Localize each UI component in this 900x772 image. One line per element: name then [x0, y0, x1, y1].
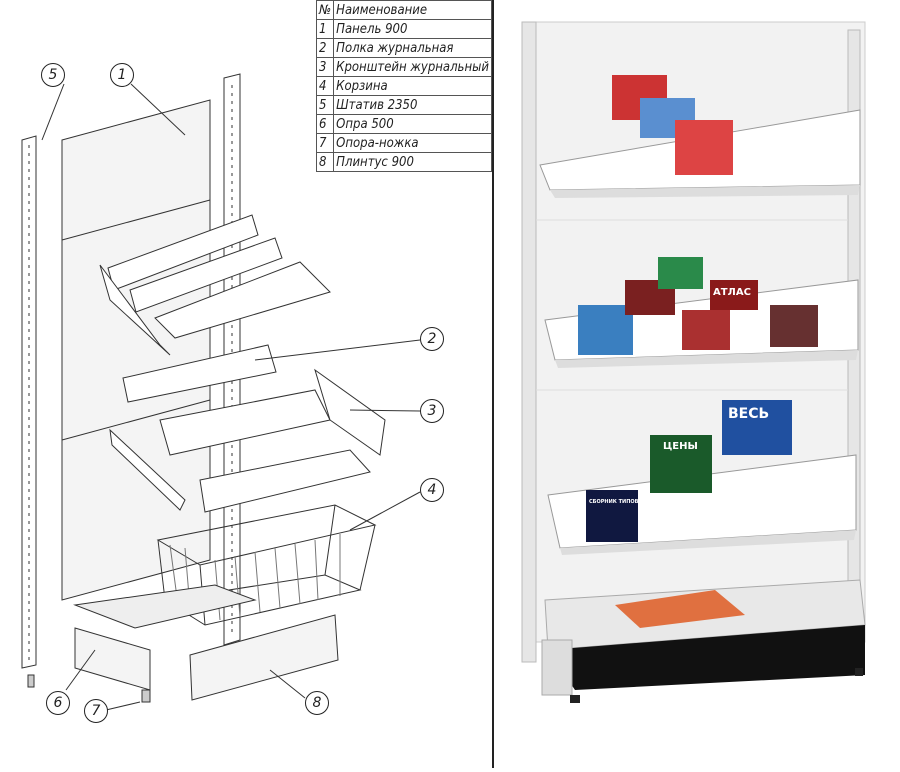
legend-number: 6 [315, 114, 335, 134]
legend-name: Плинтус 900 [333, 152, 492, 172]
legend-name: Корзина [333, 76, 492, 96]
callout-6: 6 [46, 691, 70, 715]
legend-number: 1 [315, 19, 335, 39]
magazine-title-ceny: ЦЕНЫ [663, 441, 698, 452]
magazine-title-ves: ВЕСЬ [728, 406, 769, 422]
callout-2: 2 [420, 327, 444, 351]
callout-4: 4 [420, 478, 444, 502]
rack-photo: ВЕСЬ ЦЕНЫ АТЛАС СБОРНИК ТИПОВЫХ ДОГОВОРО… [500, 0, 900, 768]
legend-name: Кронштейн журнальный [333, 57, 492, 77]
callout-7: 7 [84, 699, 108, 723]
leader-lines [41, 83, 421, 711]
panel-900 [61, 99, 211, 601]
legend-number: 2 [315, 38, 335, 58]
legend-name: Панель 900 [333, 19, 492, 39]
legend-name: Штатив 2350 [333, 95, 492, 115]
legend-name-header: Наименование [333, 0, 492, 20]
magazine-title-atlas: АТЛАС [713, 287, 751, 298]
legend-number: 8 [315, 152, 335, 172]
legend-number: 3 [315, 57, 335, 77]
legend-name: Опра 500 [333, 114, 492, 134]
shelves [99, 214, 386, 513]
base [27, 584, 339, 703]
rack-illustration: ВЕСЬ ЦЕНЫ АТЛАС СБОРНИК ТИПОВЫХ ДОГОВОРО… [521, 21, 866, 703]
legend-header: № Наименование [315, 0, 492, 20]
legend-number: 5 [315, 95, 335, 115]
legend-number: 4 [315, 76, 335, 96]
upright-left [21, 135, 37, 669]
basket [156, 504, 377, 626]
legend-name: Опора-ножка [333, 133, 492, 153]
legend-number: 7 [315, 133, 335, 153]
callout-1: 1 [110, 63, 134, 87]
callout-3: 3 [420, 399, 444, 423]
callout-5: 5 [41, 63, 65, 87]
magazine-title-sbornik: СБОРНИК ТИПОВЫХ ДОГОВОРОВ [589, 499, 685, 505]
divider [492, 0, 494, 768]
assembly-lines [21, 73, 421, 711]
legend-name: Полка журнальная [333, 38, 492, 58]
legend-number-header: № [315, 0, 335, 20]
magazines: ВЕСЬ ЦЕНЫ АТЛАС СБОРНИК ТИПОВЫХ ДОГОВОРО… [578, 75, 818, 628]
callout-8: 8 [305, 691, 329, 715]
